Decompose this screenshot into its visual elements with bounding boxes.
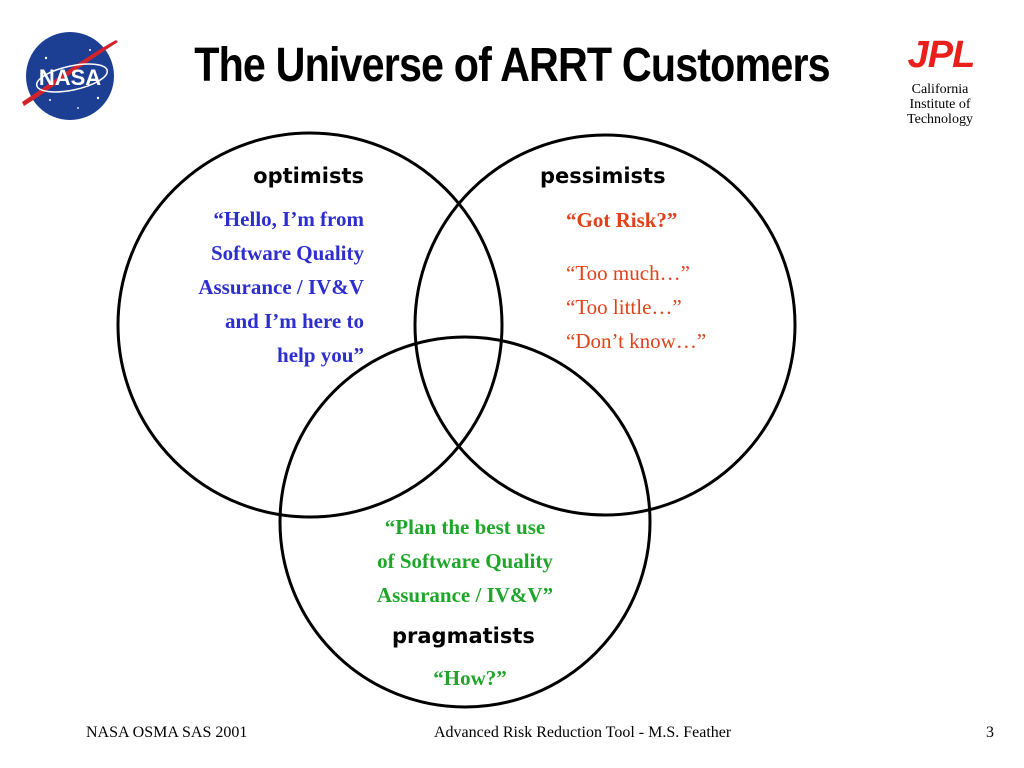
quote-line: “Too much…”: [566, 261, 690, 285]
quote-line: of Software Quality: [377, 549, 553, 573]
quote-line: Assurance / IV&V”: [376, 583, 554, 607]
quote-line: help you”: [277, 343, 364, 367]
quote-line: “Hello, I’m from: [213, 207, 364, 231]
optimists-circle: [116, 131, 504, 519]
footer-conference: NASA OSMA SAS 2001: [86, 724, 248, 741]
quote-line: Assurance / IV&V: [198, 275, 364, 299]
slide-title: The Universe of ARRT Customers: [194, 39, 830, 92]
pessimists-quotes: “Too much…” “Too little…” “Don’t know…”: [566, 256, 706, 358]
caltech-name: California Institute of Technology: [880, 82, 1000, 127]
pragmatists-quote: “Plan the best use of Software Quality A…: [320, 510, 610, 612]
pessimists-label: pessimists: [540, 164, 666, 188]
svg-text:JPL: JPL: [908, 34, 975, 74]
pragmatists-question: “How?”: [433, 666, 507, 690]
svg-text:NASA: NASA: [39, 65, 101, 90]
caltech-line: Technology: [907, 112, 973, 127]
caltech-line: California: [911, 82, 969, 97]
caltech-line: Institute of: [909, 97, 971, 112]
page-number: 3: [986, 724, 994, 741]
jpl-logo: JPL: [908, 34, 976, 74]
quote-line: “Don’t know…”: [566, 329, 707, 353]
quote-line: and I’m here to: [224, 309, 364, 333]
quote-line: “Plan the best use: [384, 515, 546, 539]
pragmatists-circle: [278, 335, 652, 709]
footer-author: Advanced Risk Reduction Tool - M.S. Feat…: [434, 724, 732, 741]
quote-line: “Too little…”: [566, 295, 682, 319]
pessimists-circle: [413, 133, 797, 517]
quote-line: Software Quality: [210, 241, 364, 265]
pragmatists-label: pragmatists: [392, 624, 535, 648]
optimists-label: optimists: [253, 164, 364, 188]
nasa-logo: NASA: [22, 32, 118, 120]
pessimists-headline: “Got Risk?”: [566, 208, 678, 232]
optimists-quote: “Hello, I’m from Software Quality Assura…: [120, 202, 364, 372]
